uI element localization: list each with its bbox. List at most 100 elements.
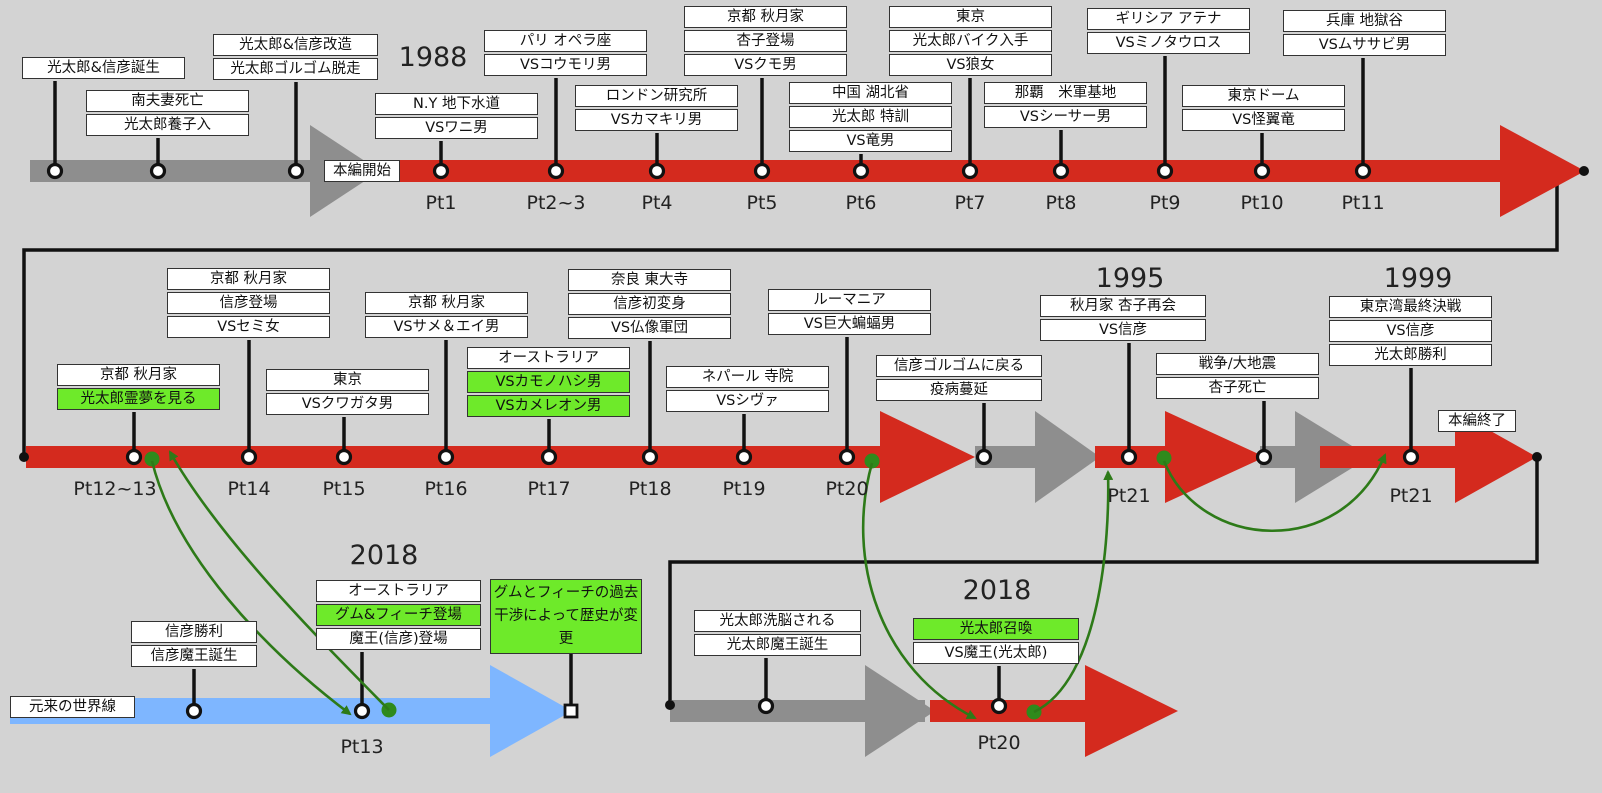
episode-3-label: Pt4 xyxy=(641,192,673,214)
episode-r2-2-label: Pt14 xyxy=(227,478,271,500)
row3-right-event-1-box-line-2: 光太郎魔王誕生 xyxy=(694,634,861,656)
red-arrow-3 xyxy=(1455,411,1537,503)
event-node xyxy=(990,697,1008,715)
episode-r2-10-box-line-2: VS信彦 xyxy=(1040,319,1206,341)
row3-left-event-1-box-line-2: 信彦魔王誕生 xyxy=(131,645,257,667)
episode-node xyxy=(1120,448,1138,466)
episode-r2-6-box-line-3: VS仏像軍団 xyxy=(568,317,731,339)
episode-10-box-line-2: VSムササビ男 xyxy=(1283,34,1446,56)
gray-segment-1 xyxy=(975,446,1045,468)
worldline-label: 元来の世界線 xyxy=(10,696,135,718)
episode-node xyxy=(838,448,856,466)
episode-9-label: Pt10 xyxy=(1240,192,1284,214)
episode-r2-12-box-line-2: VS信彦 xyxy=(1329,320,1492,342)
main-story-arrow-2 xyxy=(880,411,975,503)
episode-9-box-line-2: VS怪翼竜 xyxy=(1182,109,1345,131)
episode-node xyxy=(125,448,143,466)
episode-node xyxy=(753,162,771,180)
row2-end-dot xyxy=(1532,452,1542,462)
red-arrow-2 xyxy=(1165,411,1265,503)
year-1988: 1988 xyxy=(398,42,468,73)
year-1995: 1995 xyxy=(1095,263,1165,294)
episode-r2-2-box-line-2: 信彦登場 xyxy=(167,292,330,314)
original-worldline-arrow xyxy=(490,665,572,757)
row3-left-event-2-box-line-1: オーストラリア xyxy=(316,580,481,602)
episode-5-label: Pt6 xyxy=(845,192,877,214)
red-segment-3 xyxy=(1320,446,1460,468)
episode-r2-9-box-line-1: 信彦ゴルゴムに戻る xyxy=(876,355,1042,377)
episode-7-label: Pt8 xyxy=(1045,192,1077,214)
episode-r2-4-box-line-1: 京都 秋月家 xyxy=(365,292,528,314)
pre-event-box-line-2: 光太郎ゴルゴム脱走 xyxy=(213,58,378,80)
row3-right-start-dot xyxy=(665,700,675,710)
altered-red-bar xyxy=(930,700,1095,722)
episode-r2-6-box-line-1: 奈良 東大寺 xyxy=(568,269,731,291)
episode-r2-11-box-line-2: 杏子死亡 xyxy=(1156,377,1319,399)
main-story-bar-1 xyxy=(392,160,1520,182)
episode-10-box-line-1: 兵庫 地獄谷 xyxy=(1283,10,1446,32)
episode-node xyxy=(1156,162,1174,180)
episode-r2-7-label: Pt19 xyxy=(722,478,766,500)
episode-r2-5-label: Pt17 xyxy=(527,478,571,500)
episode-2-box-line-1: パリ オペラ座 xyxy=(484,30,647,52)
episode-r2-12-box-line-1: 東京湾最終決戦 xyxy=(1329,296,1492,318)
episode-1-label: Pt1 xyxy=(425,192,457,214)
row-connector xyxy=(22,171,1559,455)
episode-1-box-line-1: N.Y 地下水道 xyxy=(375,93,538,115)
row1-end-dot xyxy=(1579,166,1589,176)
episode-r2-7-box-line-1: ネパール 寺院 xyxy=(666,366,829,388)
pre-event-node xyxy=(149,162,167,180)
episode-3-box-line-1: ロンドン研究所 xyxy=(575,85,738,107)
episode-5-box-line-1: 中国 湖北省 xyxy=(789,82,952,104)
episode-9-box-line-1: 東京ドーム xyxy=(1182,85,1345,107)
main-story-arrow-1 xyxy=(1500,125,1585,217)
episode-4-box-line-3: VSクモ男 xyxy=(684,54,847,76)
episode-node xyxy=(240,448,258,466)
altered-red-arrow xyxy=(1085,665,1178,757)
event-node xyxy=(185,702,203,720)
row3-right-event-2-box-line-1: 光太郎召喚 xyxy=(913,618,1079,640)
episode-6-box-line-3: VS狼女 xyxy=(889,54,1052,76)
episode-r2-5-box-line-2: VSカモノハシ男 xyxy=(467,371,630,393)
episode-node xyxy=(1402,448,1420,466)
episode-4-box-line-2: 杏子登場 xyxy=(684,30,847,52)
episode-r2-8-label: Pt20 xyxy=(825,478,869,500)
episode-2-label: Pt2~3 xyxy=(526,192,586,214)
episode-5-box-line-2: 光太郎 特訓 xyxy=(789,106,952,128)
time-travel-arrow xyxy=(150,460,352,716)
episode-3-box-line-2: VSカマキリ男 xyxy=(575,109,738,131)
episode-6-box-line-2: 光太郎バイク入手 xyxy=(889,30,1052,52)
history-change-box: グムとフィーチの過去干渉によって歴史が変更 xyxy=(490,579,642,654)
time-travel-arrow xyxy=(168,450,390,711)
main-story-bar-2 xyxy=(26,446,885,468)
row2-start-dot xyxy=(19,452,29,462)
year-2018-right: 2018 xyxy=(962,575,1032,606)
time-travel-arrow xyxy=(1033,470,1114,714)
year-2018-left: 2018 xyxy=(349,540,419,571)
episode-r2-12-label: Pt21 xyxy=(1389,485,1433,507)
episode-r2-1-label: Pt12~13 xyxy=(73,478,157,500)
episode-node xyxy=(1253,162,1271,180)
episode-8-box-line-2: VSミノタウロス xyxy=(1087,32,1250,54)
episode-node xyxy=(540,448,558,466)
episode-node xyxy=(975,448,993,466)
episode-4-label: Pt5 xyxy=(746,192,778,214)
episode-node xyxy=(852,162,870,180)
gray-arrow-1 xyxy=(1035,411,1100,503)
episode-r2-11-box-line-1: 戦争/大地震 xyxy=(1156,353,1319,375)
episode-r2-5-box-line-3: VSカメレオン男 xyxy=(467,395,630,417)
row3-left-event-2-box-line-2: グム&フィーチ登場 xyxy=(316,604,481,626)
pre-event-node xyxy=(287,162,305,180)
episode-5-box-line-3: VS竜男 xyxy=(789,130,952,152)
episode-node xyxy=(735,448,753,466)
year-1999: 1999 xyxy=(1383,263,1453,294)
episode-node xyxy=(432,162,450,180)
episode-4-box-line-1: 京都 秋月家 xyxy=(684,6,847,28)
episode-r2-8-box-line-1: ルーマニア xyxy=(768,289,931,311)
episode-r2-10-box-line-1: 秋月家 杏子再会 xyxy=(1040,295,1206,317)
pre-event-node xyxy=(46,162,64,180)
episode-r2-2-box-line-1: 京都 秋月家 xyxy=(167,268,330,290)
time-travel-point xyxy=(144,451,160,467)
episode-2-box-line-2: VSコウモリ男 xyxy=(484,54,647,76)
